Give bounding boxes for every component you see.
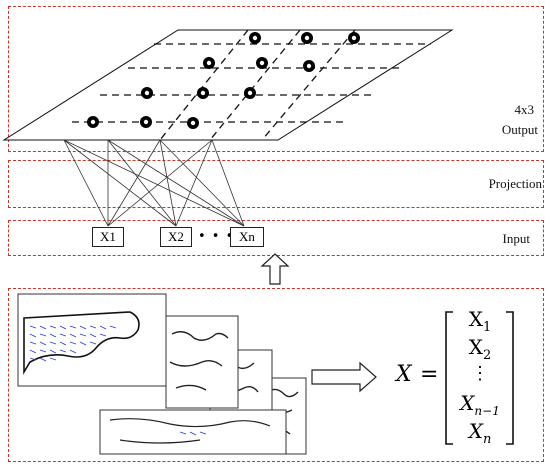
data-panel [8, 288, 544, 462]
map-frame-2 [165, 315, 239, 409]
output-neurons [87, 32, 360, 129]
projection-connections [63, 139, 245, 227]
map-frame-5 [99, 409, 287, 455]
input-ellipsis: • • • [198, 229, 235, 244]
input-node-xn: Xn [230, 227, 264, 247]
map-stack [17, 293, 307, 455]
vector-entry-2: X2 [468, 335, 492, 363]
output-grid [2, 29, 454, 141]
projection-panel [8, 160, 544, 208]
projection-label: Projection [488, 176, 542, 191]
input-label: Input [502, 231, 530, 246]
vector-entry-n: Xn [468, 419, 492, 447]
output-label-line1: 4x3 [514, 102, 535, 117]
equation-lhs: X [396, 362, 412, 387]
right-arrow-icon [311, 361, 377, 393]
output-panel [8, 6, 544, 152]
matrix-brackets [445, 311, 514, 445]
input-node-x1: X1 [92, 227, 124, 247]
up-arrow-icon [260, 253, 290, 285]
vector-entry-1: X1 [468, 307, 492, 335]
input-node-x2: X2 [160, 227, 192, 247]
vector-entry-n-minus-1: Xn−1 [460, 391, 500, 418]
equation-equals: = [420, 362, 439, 387]
vector-entries: X1 X2 ⋮ Xn−1 Xn [454, 306, 506, 448]
map-frame-1 [17, 293, 167, 387]
output-label-line2: Output [501, 122, 538, 137]
vector-entry-ellipsis: ⋮ [471, 363, 489, 384]
